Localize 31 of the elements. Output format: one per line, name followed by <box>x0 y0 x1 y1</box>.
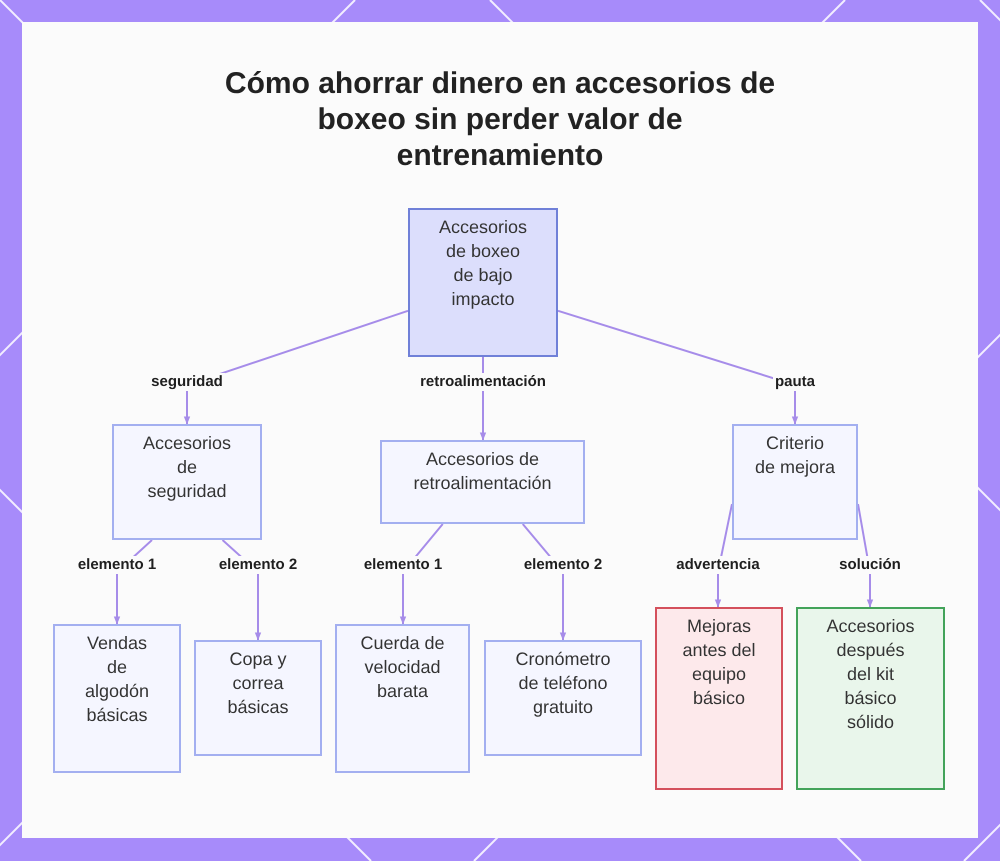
solution-box <box>796 607 945 790</box>
node-text: Accesorios de retroalimentación <box>412 448 553 495</box>
edge-label: seguridad <box>149 373 225 391</box>
arrow <box>558 310 798 424</box>
node-text: Accesorios de seguridad <box>142 432 232 503</box>
edge-label: solución <box>837 556 903 574</box>
branch-box <box>380 440 585 524</box>
leaf-box <box>335 624 470 773</box>
edge-label: retroalimentación <box>418 373 548 391</box>
warning-box <box>655 607 783 790</box>
node-text: Vendas de algodón básicas <box>84 632 150 727</box>
edge-label: elemento 2 <box>216 556 300 574</box>
root-box <box>408 208 558 357</box>
edge-label: elemento 2 <box>522 556 604 574</box>
leaf-box <box>194 640 322 756</box>
edge-label: elemento 1 <box>76 556 158 574</box>
edge-label: elemento 1 <box>362 556 444 574</box>
node-text: Cuerda de velocidad barata <box>359 632 446 703</box>
leaf-box <box>484 640 642 756</box>
leaf-box <box>53 624 181 773</box>
node-text: Copa y correa básicas <box>226 648 290 719</box>
diagram-title: Cómo ahorrar dinero en accesorios de boxeo sin perder valor de entrenamiento <box>224 66 776 174</box>
node-text: Cronómetro de teléfono gratuito <box>514 648 612 719</box>
branch-box <box>112 424 262 540</box>
edge-label: pauta <box>773 373 817 391</box>
branch-box <box>732 424 858 540</box>
node-text: Criterio de mejora <box>754 432 836 479</box>
node-text: Mejoras antes del equipo básico <box>681 615 757 710</box>
node-text: Accesorios de boxeo de bajo impacto <box>438 216 528 311</box>
node-text: Accesorios después del kit básico sólido <box>825 615 916 734</box>
edge-label: advertencia <box>674 556 762 574</box>
